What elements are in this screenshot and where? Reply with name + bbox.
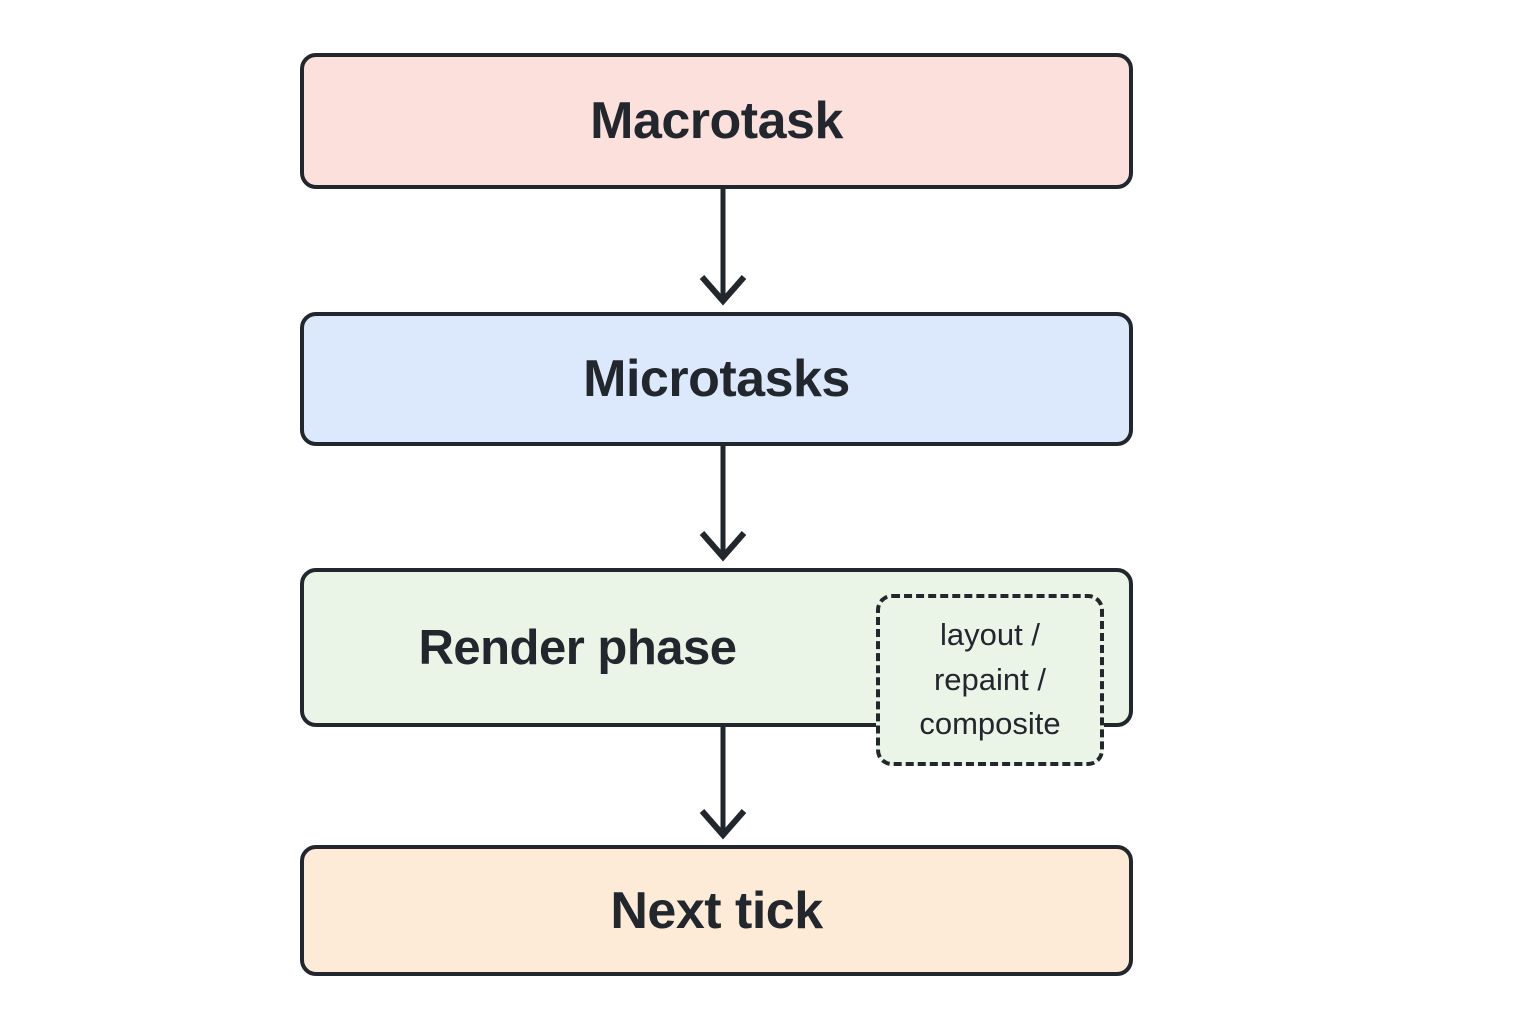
node-microtasks-label: Microtasks (583, 350, 850, 408)
node-macrotask[interactable]: Macrotask (300, 53, 1133, 189)
edge-microtasks-to-render (699, 446, 747, 562)
node-next-tick[interactable]: Next tick (300, 845, 1133, 976)
node-macrotask-label: Macrotask (590, 92, 843, 150)
annotation-render-details[interactable]: layout / repaint / composite (876, 594, 1104, 766)
node-microtasks[interactable]: Microtasks (300, 312, 1133, 446)
node-next-tick-label: Next tick (610, 881, 823, 940)
annotation-render-details-text: layout / repaint / composite (919, 616, 1061, 742)
edge-macrotask-to-microtasks (699, 189, 747, 306)
node-render-phase-label: Render phase (418, 620, 737, 675)
edge-render-to-nexttick (699, 727, 747, 840)
